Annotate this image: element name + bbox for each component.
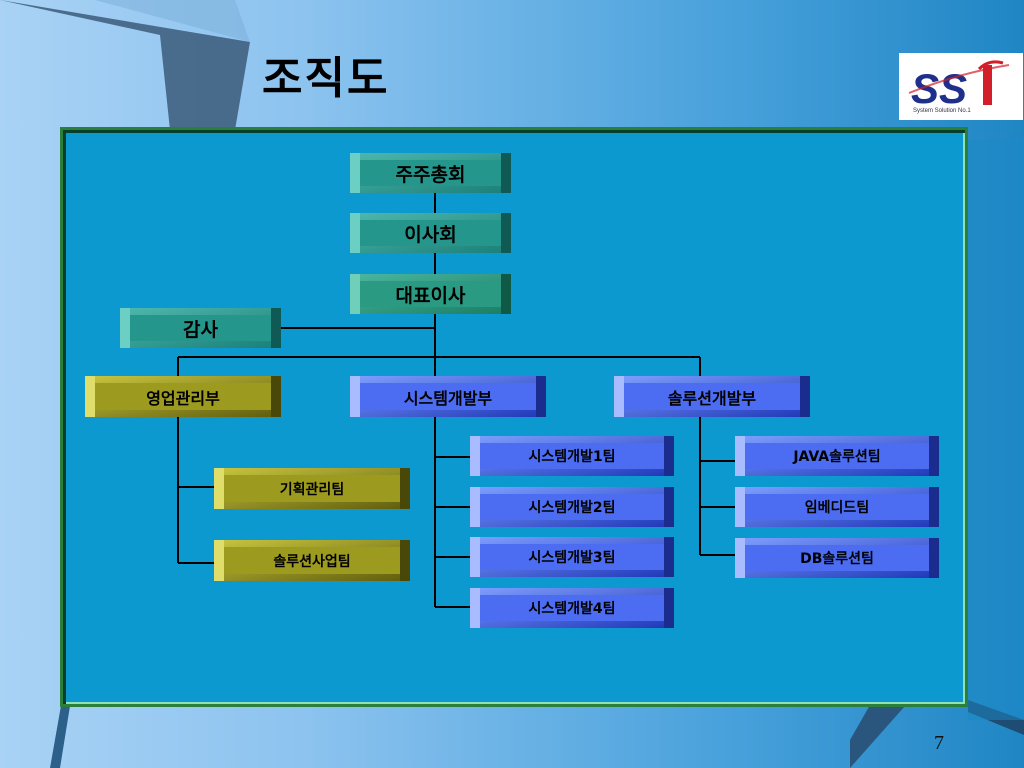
org-box-audit: 감사	[120, 308, 281, 348]
org-box-sys-team-2: 시스템개발2팀	[470, 487, 674, 527]
org-box-system-dept: 시스템개발부	[350, 376, 546, 417]
org-box-planning-team: 기획관리팀	[214, 468, 410, 509]
org-box-sales-dept: 영업관리부	[85, 376, 281, 417]
org-box-sys-team-4: 시스템개발4팀	[470, 588, 674, 628]
org-box-board: 이사회	[350, 213, 511, 253]
org-box-ceo: 대표이사	[350, 274, 511, 314]
org-box-solution-biz-team: 솔루션사업팀	[214, 540, 410, 581]
org-box-solution-dept: 솔루션개발부	[614, 376, 810, 417]
org-box-java-team: JAVA솔루션팀	[735, 436, 939, 476]
page-number: 7	[934, 732, 944, 754]
org-box-db-team: DB솔루션팀	[735, 538, 939, 578]
org-box-sys-team-3: 시스템개발3팀	[470, 537, 674, 577]
company-logo: SS System Solution No.1	[899, 53, 1023, 120]
org-box-sys-team-1: 시스템개발1팀	[470, 436, 674, 476]
slide-title: 조직도	[262, 53, 390, 104]
logo-tagline: System Solution No.1	[913, 108, 971, 114]
org-box-embedded-team: 임베디드팀	[735, 487, 939, 527]
org-box-shareholders: 주주총회	[350, 153, 511, 193]
